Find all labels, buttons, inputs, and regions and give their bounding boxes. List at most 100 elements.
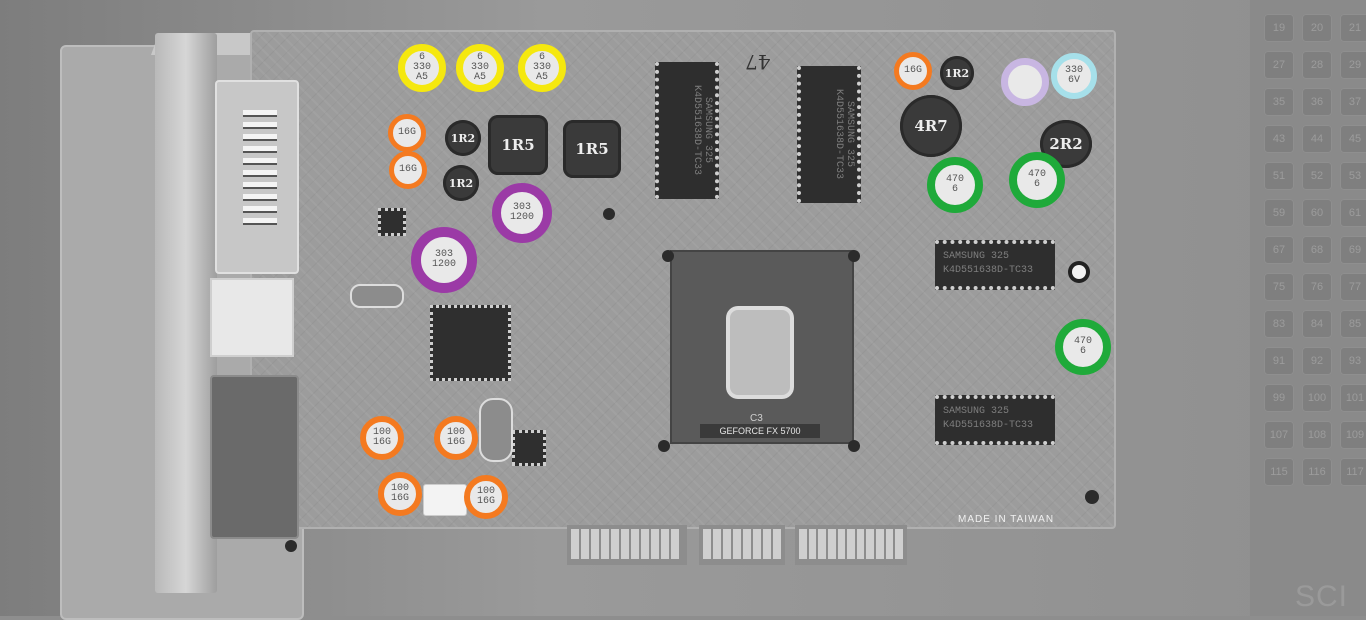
- mat-cell-number: 107: [1264, 421, 1294, 449]
- contact-finger: [753, 529, 761, 559]
- dvi-pin: [243, 146, 277, 153]
- chip-brand: SAMSUNG: [943, 251, 986, 262]
- mat-cell-number: 21: [1340, 14, 1366, 42]
- contact-finger: [621, 529, 629, 559]
- mat-cell-number: 67: [1264, 236, 1294, 264]
- dvi-connector: [215, 80, 299, 274]
- contact-finger: [651, 529, 659, 559]
- annotation-ring-green: [927, 157, 983, 213]
- vga-connector: [210, 375, 299, 539]
- mounting-hole: [662, 250, 674, 262]
- contact-finger: [723, 529, 731, 559]
- dvi-pin: [243, 122, 277, 129]
- mat-cell-number: 83: [1264, 310, 1294, 338]
- annotation-ring-lavender: [1001, 58, 1049, 106]
- contact-group: [699, 525, 785, 565]
- contact-finger: [773, 529, 781, 559]
- annotation-ring-yellow: [456, 44, 504, 92]
- contact-finger: [733, 529, 741, 559]
- mounting-hole: [285, 540, 297, 552]
- inductor: 1R5: [563, 120, 621, 178]
- mat-cell-number: 28: [1302, 51, 1332, 79]
- io-bracket: [155, 33, 217, 593]
- inductor: 2R2: [1040, 120, 1092, 168]
- mat-cell-number: 76: [1302, 273, 1332, 301]
- mounting-hole: [603, 208, 615, 220]
- annotation-ring-yellow: [398, 44, 446, 92]
- board-mark: 47: [745, 50, 771, 74]
- contact-finger: [611, 529, 619, 559]
- mat-cell-number: 115: [1264, 458, 1294, 486]
- contact-finger: [856, 529, 865, 559]
- agp-edge-connector: [567, 525, 907, 565]
- chip-part: K4D551638D-TC33: [943, 420, 1034, 431]
- contact-finger: [743, 529, 751, 559]
- mat-cell-number: 77: [1340, 273, 1366, 301]
- inductor: 4R7: [900, 95, 962, 157]
- contact-group: [795, 525, 907, 565]
- gpu-die: [730, 310, 790, 395]
- chip-code: 325: [702, 145, 713, 164]
- mat-cell-number: 37: [1340, 88, 1366, 116]
- contact-finger: [847, 529, 855, 559]
- mounting-hole: [1072, 265, 1086, 279]
- contact-finger: [571, 529, 579, 559]
- inductor: 1R5: [488, 115, 548, 175]
- fan-header: [423, 484, 467, 516]
- contact-finger: [866, 529, 875, 559]
- annotation-ring-orange: [389, 151, 427, 189]
- crystal-oscillator: [350, 284, 404, 308]
- contact-finger: [641, 529, 649, 559]
- mat-cell-number: 52: [1302, 162, 1332, 190]
- chip-part: K4D551638D-TC33: [943, 265, 1034, 276]
- annotation-ring-green: [1009, 152, 1065, 208]
- mat-cell-number: 85: [1340, 310, 1366, 338]
- contact-finger: [818, 529, 826, 559]
- chip-brand: SAMSUNG: [702, 97, 713, 140]
- contact-finger: [885, 529, 894, 559]
- mat-cell-number: 20: [1302, 14, 1332, 42]
- chip-brand: SAMSUNG: [844, 101, 855, 144]
- dvi-pin: [243, 134, 277, 141]
- dvi-pin: [243, 158, 277, 165]
- inductor: 1R2: [443, 165, 479, 201]
- chip-part: K4D551638D-TC33: [833, 89, 844, 180]
- annotation-ring-orange: [378, 472, 422, 516]
- mat-cell-number: 43: [1264, 125, 1294, 153]
- mat-cell-number: 108: [1302, 421, 1332, 449]
- contact-finger: [808, 529, 817, 559]
- contact-finger: [837, 529, 846, 559]
- inductor: 1R2: [445, 120, 481, 156]
- annotation-ring-orange: [464, 475, 508, 519]
- mat-cell-number: 61: [1340, 199, 1366, 227]
- annotation-ring-purple: [411, 227, 477, 293]
- contact-finger: [895, 529, 904, 559]
- mat-cell-number: 100: [1302, 384, 1332, 412]
- crystal-oscillator: [479, 398, 513, 462]
- contact-finger: [827, 529, 836, 559]
- mat-cell-number: 27: [1264, 51, 1294, 79]
- mat-cell-number: 45: [1340, 125, 1366, 153]
- dvi-pin: [243, 218, 277, 225]
- contact-finger: [661, 529, 669, 559]
- mat-cell-number: 51: [1264, 162, 1294, 190]
- made-in-label: MADE IN TAIWAN: [958, 514, 1055, 525]
- video-encoder-chip: [430, 305, 511, 381]
- mat-cell-number: 19: [1264, 14, 1294, 42]
- contact-finger: [703, 529, 711, 559]
- dvi-pin: [243, 182, 277, 189]
- mounting-hole: [848, 250, 860, 262]
- dvi-pin: [243, 206, 277, 213]
- mat-cell-number: 117: [1340, 458, 1366, 486]
- svideo-connector: [210, 278, 294, 357]
- contact-finger: [713, 529, 721, 559]
- mat-cell-number: 84: [1302, 310, 1332, 338]
- annotation-ring-purple: [492, 183, 552, 243]
- dvi-pin: [243, 194, 277, 201]
- mat-cell-number: 35: [1264, 88, 1294, 116]
- mat-cell-number: 59: [1264, 199, 1294, 227]
- dvi-pin: [243, 110, 277, 117]
